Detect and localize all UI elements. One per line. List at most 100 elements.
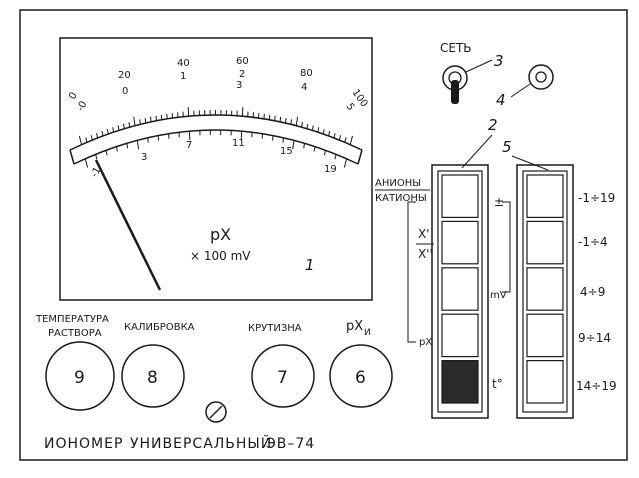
knob-slope: КРУТИЗНА 7 (248, 323, 314, 407)
knob-label-sub: И (364, 328, 371, 338)
mode-button[interactable] (442, 361, 478, 403)
switch-callout: 3 (494, 52, 504, 70)
knob-number: 7 (277, 368, 288, 388)
scale-tick (85, 159, 87, 168)
power-label: СЕТЬ (440, 41, 472, 55)
mode-label-x1: X' (418, 227, 430, 241)
scale-arc-outer (70, 115, 362, 150)
scale-tick (106, 150, 107, 155)
mode-selector-panel: 2 АНИОНЫ КАТИОНЫ X' X'' pX ± mV t° (375, 116, 510, 418)
meter-needle (96, 160, 160, 290)
knob-calibration: КАЛИБРОВКА 8 (122, 322, 195, 407)
knob-label: КРУТИЗНА (248, 323, 302, 334)
bottom-scale-label: 3 (141, 152, 147, 163)
knob-label: ТЕМПЕРАТУРА (35, 314, 109, 325)
knob-number: 9 (74, 368, 85, 388)
mode-button[interactable] (442, 314, 478, 356)
meter-callout: 1 (305, 256, 315, 274)
scale-tick (140, 119, 141, 124)
range-panel-outer (517, 165, 573, 418)
mid-scale-label: 3 (236, 80, 242, 91)
device-title-part3: ЭВ–74 (266, 436, 315, 452)
top-scale-label: 20 (118, 70, 131, 81)
scale-tick (91, 135, 92, 140)
scale-tick (96, 154, 97, 159)
meter-sub-unit: × 100 mV (190, 249, 251, 263)
scale-tick (344, 159, 346, 168)
knob-label: КАЛИБРОВКА (124, 322, 195, 333)
scale-tick (102, 131, 103, 136)
bottom-scale-label: 7 (186, 140, 192, 151)
mode-buttons (442, 175, 478, 403)
scale-tick (129, 122, 130, 127)
bottom-scale-label: 15 (280, 146, 293, 157)
mode-panel-callout: 2 (488, 116, 498, 134)
mode-button[interactable] (442, 175, 478, 217)
meter: 0 20 40 60 80 100 -0 0 1 2 4 3 5 -1 3 7 … (60, 38, 372, 300)
device-title-part2: УНИВЕРСАЛЬНЫЙ (130, 434, 272, 452)
lamp-outer-ring (529, 65, 553, 89)
mode-button[interactable] (442, 221, 478, 263)
switch-leader (466, 60, 492, 72)
mode-label-temperature: t° (492, 377, 503, 391)
scale-tick (137, 140, 138, 149)
range-buttons (527, 175, 563, 403)
power-section: СЕТЬ 3 4 (440, 41, 553, 109)
mode-label-anions: АНИОНЫ (375, 178, 421, 189)
range-panel-callout: 5 (502, 138, 512, 156)
mode-bracket-left (408, 202, 416, 342)
range-button[interactable] (527, 175, 563, 217)
knob-number: 8 (147, 368, 158, 388)
scale-tick (318, 127, 319, 132)
bottom-scale-label: 19 (324, 164, 337, 175)
scale-tick (134, 117, 135, 126)
scale-tick (118, 125, 119, 130)
device-title-part1: ИОНОМЕР (44, 436, 123, 452)
scale-tick (350, 136, 352, 145)
scale-ticks (79, 107, 352, 167)
knob-label: pX (346, 319, 363, 334)
scale-arc-ends (70, 150, 362, 164)
mode-label-x2: X'' (418, 247, 433, 261)
range-selector-panel: 5 -1÷19 -1÷4 4÷9 9÷14 14÷19 (502, 138, 617, 418)
scale-tick (314, 147, 315, 152)
top-scale-label: 60 (236, 56, 249, 67)
mid-scale-label: -0 (75, 99, 90, 113)
mode-label-mv: mV (490, 290, 507, 301)
scale-tick (124, 124, 125, 129)
top-scale-label: 40 (177, 58, 190, 69)
knob-label: РАСТВОРА (48, 328, 102, 339)
mid-scale-label: 2 (239, 69, 245, 80)
scale-tick (79, 136, 81, 145)
range-button[interactable] (527, 314, 563, 356)
range-button[interactable] (527, 268, 563, 310)
scale-tick (291, 119, 292, 124)
scale-tick (145, 118, 146, 123)
range-label: -1÷19 (578, 191, 615, 205)
scale-tick (113, 127, 114, 132)
scale-tick (275, 116, 276, 121)
scale-tick (293, 140, 294, 149)
mid-scale-label: 0 (122, 86, 128, 97)
mode-button[interactable] (442, 268, 478, 310)
scale-tick (345, 137, 346, 142)
scale-tick (307, 124, 308, 129)
lamp-callout: 4 (496, 91, 506, 109)
knob-temperature: ТЕМПЕРАТУРА РАСТВОРА 9 (35, 314, 114, 410)
mid-scale-label: 4 (301, 82, 307, 93)
mode-label-cations: КАТИОНЫ (375, 193, 427, 204)
scale-tick (283, 138, 284, 143)
scale-tick (273, 136, 274, 141)
range-button[interactable] (527, 221, 563, 263)
scale-tick (335, 154, 336, 159)
mid-scale-label: 1 (180, 71, 186, 82)
scale-tick (296, 117, 297, 126)
scale-tick (324, 150, 325, 155)
range-label: 9÷14 (578, 331, 611, 345)
range-panel-inner (523, 171, 567, 412)
scale-tick (116, 147, 117, 152)
power-toggle-switch[interactable] (443, 66, 467, 104)
zero-adjust-screw[interactable] (206, 402, 226, 422)
range-button[interactable] (527, 361, 563, 403)
